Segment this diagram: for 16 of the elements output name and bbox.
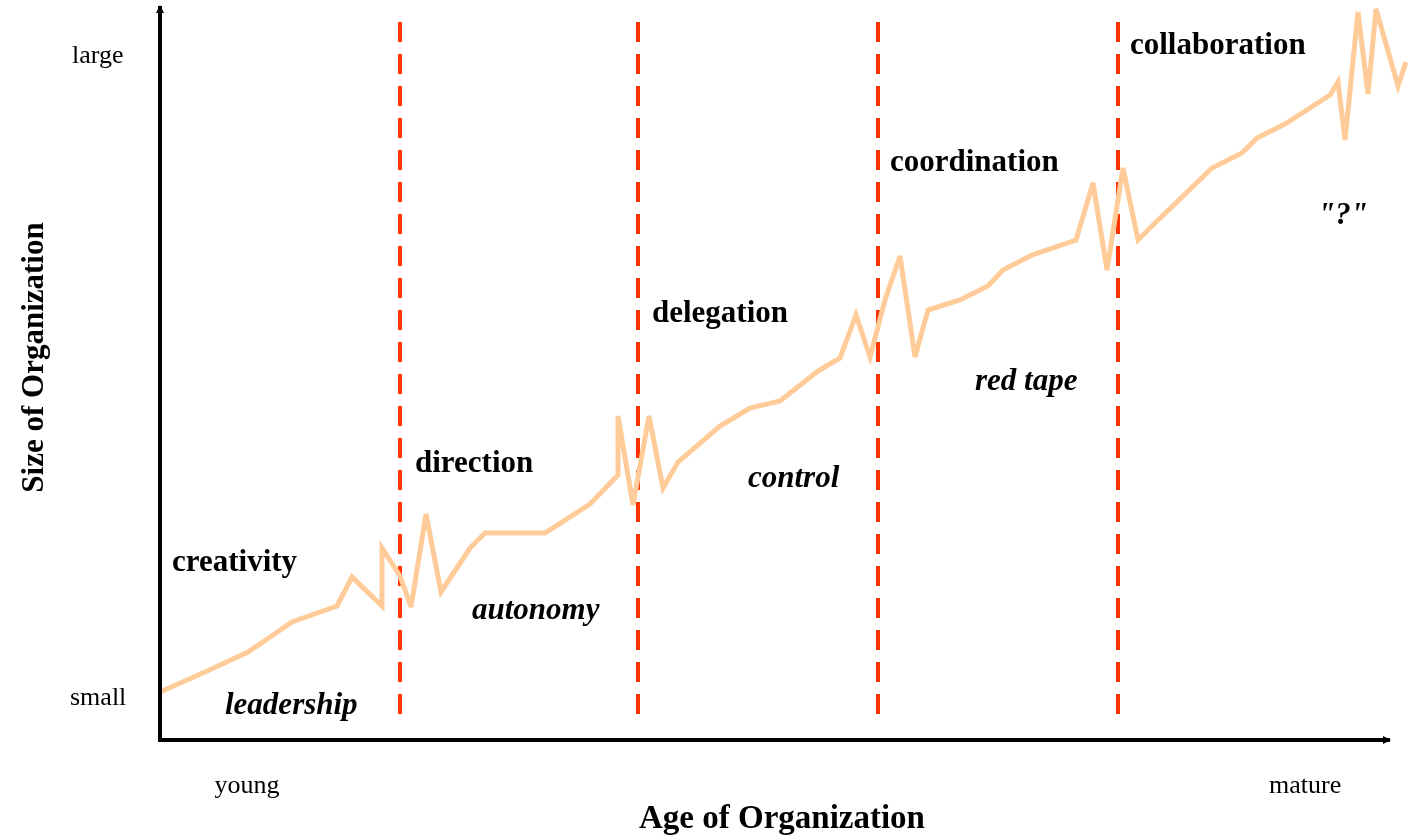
stage-label: direction xyxy=(415,445,534,477)
crisis-label: red tape xyxy=(975,363,1078,395)
stage-label: delegation xyxy=(652,295,789,327)
axis-title: Age of Organization xyxy=(639,800,925,834)
axis-end-label: large xyxy=(72,42,124,68)
stage-label: creativity xyxy=(172,544,298,576)
stage-label: coordination xyxy=(890,144,1059,176)
stage-label: collaboration xyxy=(1130,27,1306,59)
crisis-label: "?" xyxy=(1318,197,1368,229)
crisis-label: leadership xyxy=(225,687,358,719)
axis-end-label: small xyxy=(70,684,127,710)
crisis-label: autonomy xyxy=(472,592,600,624)
axis-title: Size of Organization xyxy=(16,221,48,493)
axis-end-label: mature xyxy=(1269,772,1342,798)
axis-end-label: young xyxy=(214,772,280,798)
crisis-label: control xyxy=(748,460,840,492)
